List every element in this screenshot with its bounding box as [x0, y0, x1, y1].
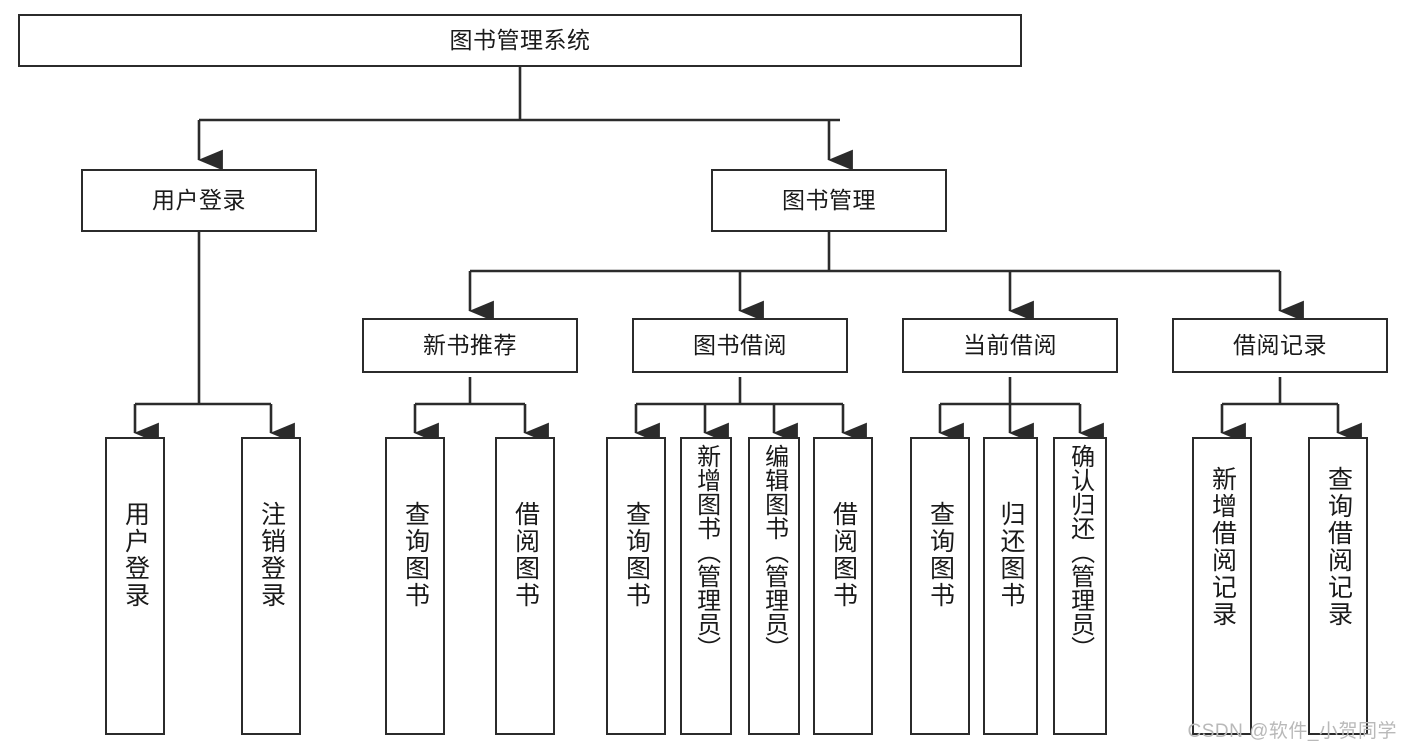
node-book-borrowing[interactable]: 图书借阅 [632, 318, 848, 373]
leaf-add-book-admin[interactable]: 新增图书（管理员） [680, 437, 732, 735]
leaf-query-borrow-record[interactable]: 查询借阅记录 [1308, 437, 1368, 735]
node-label: 图书借阅 [693, 331, 787, 358]
leaf-query-book-borrowing[interactable]: 查询图书 [606, 437, 666, 735]
node-new-book-recommendation[interactable]: 新书推荐 [362, 318, 578, 373]
node-label: 借阅图书 [829, 501, 858, 609]
node-root-book-management-system[interactable]: 图书管理系统 [18, 14, 1022, 67]
node-book-management[interactable]: 图书管理 [711, 169, 947, 232]
leaf-user-login[interactable]: 用户登录 [105, 437, 165, 735]
node-label: 查询图书 [926, 501, 955, 609]
node-label: 借阅记录 [1233, 331, 1327, 358]
node-label: 借阅图书 [511, 501, 540, 609]
leaf-borrow-book-recommendation[interactable]: 借阅图书 [495, 437, 555, 735]
node-label: 查询借阅记录 [1324, 466, 1353, 628]
leaf-return-book[interactable]: 归还图书 [983, 437, 1038, 735]
node-label: 用户登录 [121, 501, 150, 609]
node-current-borrowing[interactable]: 当前借阅 [902, 318, 1118, 373]
node-label: 当前借阅 [963, 331, 1057, 358]
leaf-logout[interactable]: 注销登录 [241, 437, 301, 735]
leaf-edit-book-admin[interactable]: 编辑图书（管理员） [748, 437, 800, 735]
node-borrowing-record[interactable]: 借阅记录 [1172, 318, 1388, 373]
node-label: 注销登录 [257, 501, 286, 609]
node-label: 查询图书 [622, 501, 651, 609]
node-label: 用户登录 [152, 186, 246, 213]
node-label: 确认归还（管理员） [1066, 444, 1094, 660]
leaf-borrow-book-borrowing[interactable]: 借阅图书 [813, 437, 873, 735]
leaf-query-book-recommendation[interactable]: 查询图书 [385, 437, 445, 735]
leaf-confirm-return-admin[interactable]: 确认归还（管理员） [1053, 437, 1107, 735]
node-label: 新增借阅记录 [1208, 466, 1237, 628]
watermark-csdn: CSDN @软件_小贺同学 [1187, 721, 1397, 742]
node-label: 新增图书（管理员） [692, 444, 720, 660]
leaf-add-borrow-record[interactable]: 新增借阅记录 [1192, 437, 1252, 735]
node-label: 图书管理系统 [449, 26, 591, 53]
node-user-login[interactable]: 用户登录 [81, 169, 317, 232]
node-label: 图书管理 [782, 186, 876, 213]
node-label: 新书推荐 [423, 331, 517, 358]
node-label: 编辑图书（管理员） [760, 444, 788, 660]
node-label: 查询图书 [401, 501, 430, 609]
node-label: 归还图书 [997, 501, 1025, 609]
leaf-query-book-current[interactable]: 查询图书 [910, 437, 970, 735]
